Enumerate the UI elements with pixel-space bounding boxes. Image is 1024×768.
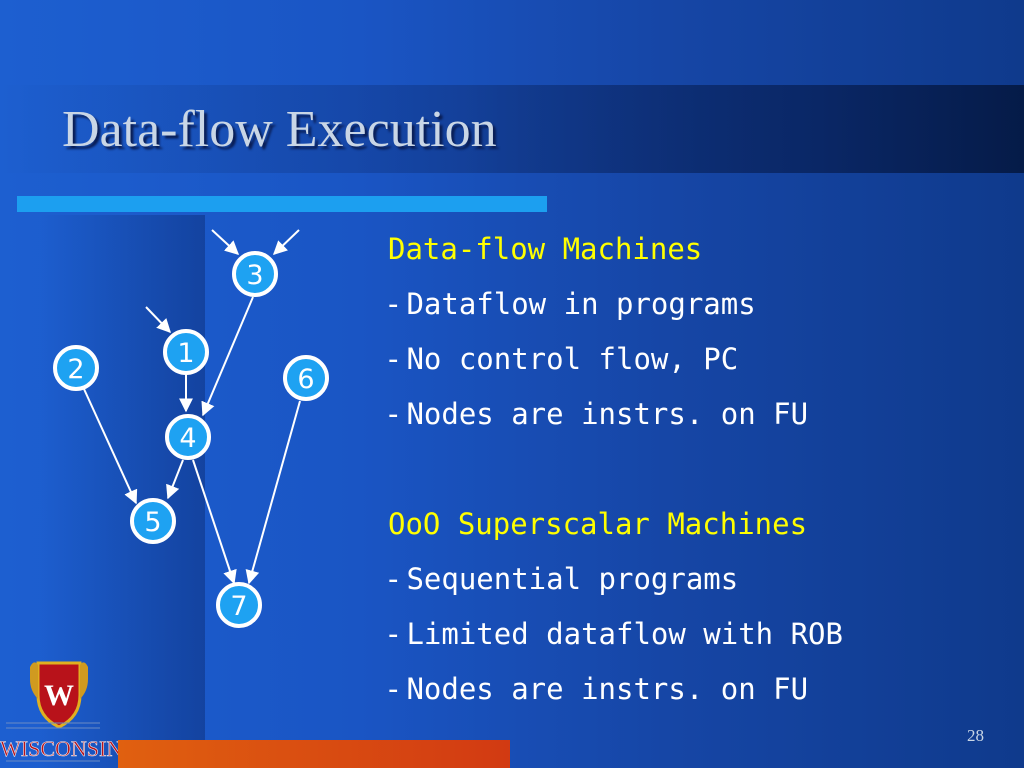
node-label: 7 [230, 591, 247, 622]
slide-title: Data-flow Execution [62, 101, 497, 158]
dash-bullet: - [388, 397, 399, 431]
node-2: 2 [53, 345, 99, 391]
edge-input-1 [145, 306, 171, 334]
page-number: 28 [967, 726, 984, 745]
heading-dataflow-machines: Data-flow Machines [388, 232, 703, 266]
svg-text:W: W [44, 679, 74, 712]
node-4: 4 [165, 414, 211, 460]
heading-ooo-superscalar: OoO Superscalar Machines [388, 507, 808, 541]
wisconsin-crest-icon: W [30, 661, 88, 729]
node-5: 5 [130, 498, 176, 544]
list-item-text: Dataflow in programs [406, 287, 756, 321]
logo-text: WISCONSIN [0, 736, 118, 761]
list-item-text: Limited dataflow with ROB [406, 617, 843, 651]
dash-bullet: - [388, 562, 399, 596]
node-label: 5 [144, 507, 161, 538]
edge-2-5 [83, 388, 138, 505]
node-label: 1 [177, 338, 194, 369]
dash-bullet: - [388, 287, 399, 321]
edge-6-7 [245, 400, 301, 585]
dataflow-graph: 3 1 2 6 4 5 7 [53, 229, 329, 628]
dash-bullet: - [388, 672, 399, 706]
list-item-text: No control flow, PC [406, 342, 739, 376]
node-3: 3 [232, 251, 278, 297]
node-label: 2 [67, 354, 84, 385]
node-6: 6 [283, 355, 329, 401]
list-item: -Dataflow in programs [388, 277, 1008, 332]
content-panel: Data-flow Machines -Dataflow in programs… [388, 222, 1008, 717]
edge-input-3-right [272, 229, 300, 255]
title-underline [17, 196, 547, 212]
list-item: -Nodes are instrs. on FU [388, 387, 1008, 442]
list-item-text: Nodes are instrs. on FU [406, 397, 809, 431]
node-7: 7 [216, 582, 262, 628]
footer-bar [118, 740, 510, 768]
title-band [0, 85, 1024, 173]
edge-4-5 [166, 459, 184, 500]
list-item-text: Nodes are instrs. on FU [406, 672, 809, 706]
list-item-text: Sequential programs [406, 562, 739, 596]
node-label: 4 [179, 423, 196, 454]
list-item: -Sequential programs [388, 552, 1008, 607]
node-1: 1 [163, 329, 209, 375]
list-item: -Nodes are instrs. on FU [388, 662, 1008, 717]
edge-4-7 [192, 459, 237, 585]
edge-input-3-left [211, 229, 240, 255]
dash-bullet: - [388, 342, 399, 376]
dash-bullet: - [388, 617, 399, 651]
node-label: 3 [246, 260, 263, 291]
node-label: 6 [297, 364, 314, 395]
university-logo: W WISCONSIN [0, 661, 118, 762]
spacer [388, 442, 1008, 497]
list-item: -No control flow, PC [388, 332, 1008, 387]
edge-3-4 [201, 296, 254, 417]
list-item: -Limited dataflow with ROB [388, 607, 1008, 662]
